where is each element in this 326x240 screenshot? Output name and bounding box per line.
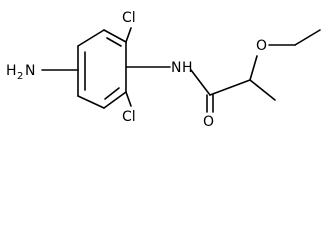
cl-bottom-label: Cl xyxy=(122,109,136,125)
bond-carbonyl-to-alpha xyxy=(209,79,251,96)
ring-bond-1 xyxy=(103,29,127,43)
bond-cl-top xyxy=(125,27,132,43)
amide-n-label: N xyxy=(171,60,181,76)
bond-alpha-to-methyl xyxy=(249,79,276,101)
amide-h-label: H xyxy=(182,60,193,76)
amine-n-label: N xyxy=(25,63,35,79)
cl-top-label: Cl xyxy=(122,10,136,26)
ring-double-bond-1 xyxy=(106,37,122,47)
carbonyl-oxygen-label: O xyxy=(203,114,214,130)
amine-subscript-label: 2 xyxy=(17,71,23,82)
bond-nh-to-carbonyl xyxy=(190,69,211,96)
amine-h-label: H xyxy=(6,63,17,79)
bond-alpha-to-ether-o xyxy=(249,55,258,81)
bond-lines xyxy=(41,27,321,113)
bond-cl-bottom xyxy=(125,91,132,107)
molecule-structure: Cl Cl H 2 N N H O O xyxy=(6,10,321,130)
ring-bond-3 xyxy=(103,91,127,109)
ring-bond-6 xyxy=(77,29,105,47)
ether-oxygen-label: O xyxy=(256,38,267,54)
bond-ch2-to-ch3 xyxy=(294,29,321,46)
ring-double-bond-2 xyxy=(104,87,120,100)
atom-labels: Cl Cl H 2 N N H O O xyxy=(6,10,267,130)
ring-bond-4 xyxy=(77,95,105,109)
